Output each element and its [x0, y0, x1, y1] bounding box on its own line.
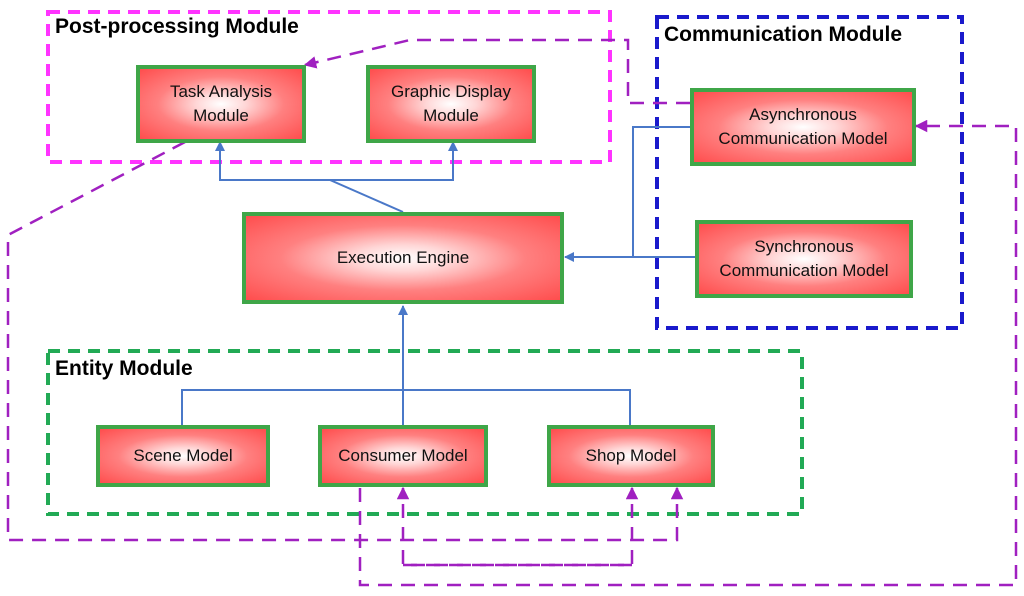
- consumer-model-box: Consumer Model: [318, 425, 488, 487]
- arrow-engine-to-graphic-display: [330, 141, 458, 181]
- scene-model-box: Scene Model: [96, 425, 270, 487]
- sync-communication-model-box: Synchronous Communication Model: [695, 220, 913, 298]
- arrow-engine-to-task-analysis: [215, 141, 404, 213]
- task-analysis-module-box: Task Analysis Module: [136, 65, 306, 143]
- execution-engine-box: Execution Engine: [242, 212, 564, 304]
- connector-async-to-bus: [632, 126, 690, 257]
- entity-module-title: Entity Module: [55, 357, 193, 380]
- post-processing-module-title: Post-processing Module: [55, 15, 299, 38]
- dashed-async-to-task-analysis: [303, 38, 690, 105]
- async-communication-model-box: Asynchronous Communication Model: [690, 88, 916, 166]
- communication-module-title: Communication Module: [664, 23, 902, 46]
- post-processing-group-border: [46, 10, 612, 164]
- dashed-consumer-shop-loop-back: [396, 486, 632, 567]
- communication-group-border: [655, 15, 964, 330]
- dashed-consumer-shop-loop-out: [403, 486, 639, 567]
- dashed-consumer-to-async: [358, 119, 1018, 587]
- connector-entity-bus: [181, 389, 631, 425]
- shop-model-box: Shop Model: [547, 425, 715, 487]
- graphic-display-module-box: Graphic Display Module: [366, 65, 536, 143]
